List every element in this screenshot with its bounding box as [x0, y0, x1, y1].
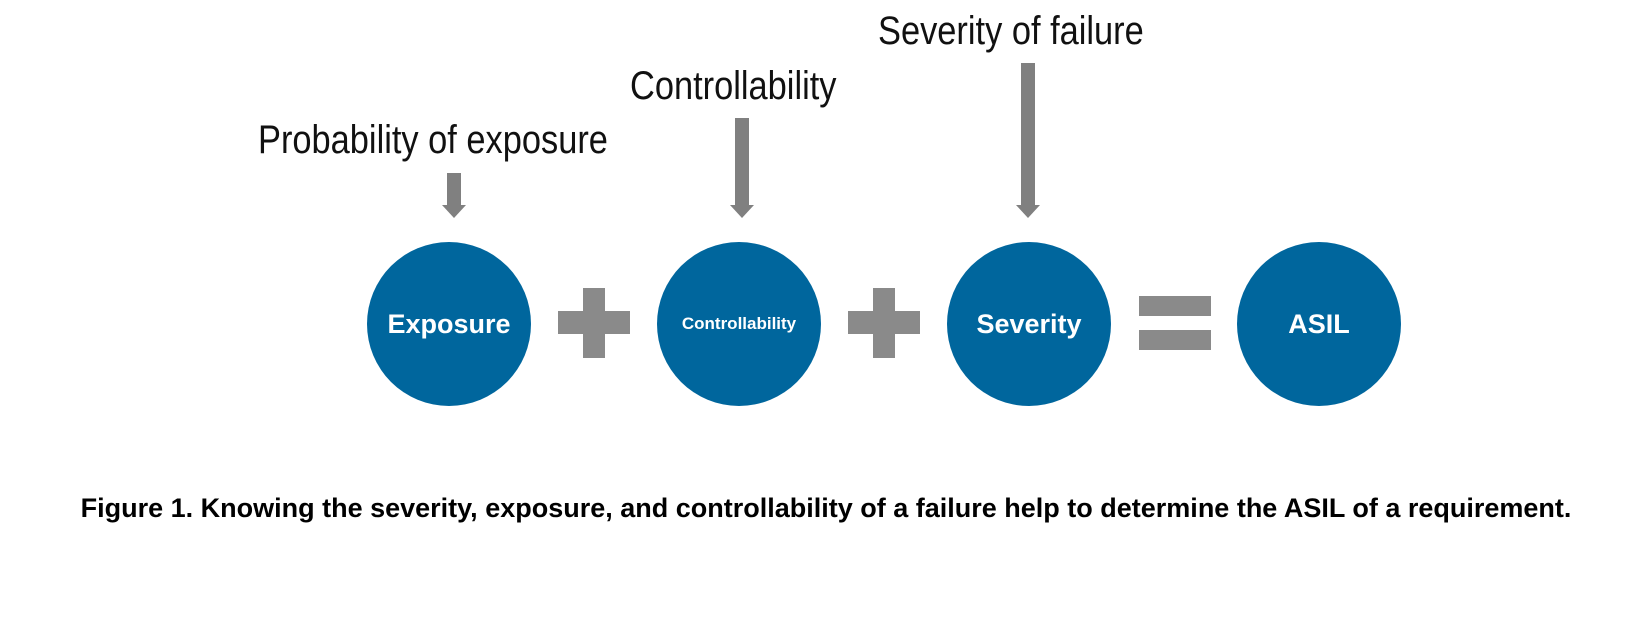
figure-caption: Figure 1. Knowing the severity, exposure…: [80, 493, 1572, 523]
exposure-circle-label: Exposure: [387, 308, 511, 339]
asil-circle-label: ASIL: [1288, 308, 1350, 339]
controllability-label: Controllability: [630, 64, 837, 108]
severity-circle-label: Severity: [976, 308, 1082, 339]
asil-circle: ASIL: [1237, 242, 1401, 406]
controllability-circle-label: Controllability: [681, 314, 797, 333]
severity-of-failure-label: Severity of failure: [878, 9, 1144, 53]
probability-of-exposure-label: Probability of exposure: [258, 118, 608, 162]
severity-circle: Severity: [947, 242, 1111, 406]
controllability-circle: Controllability: [657, 242, 821, 406]
exposure-circle: Exposure: [367, 242, 531, 406]
